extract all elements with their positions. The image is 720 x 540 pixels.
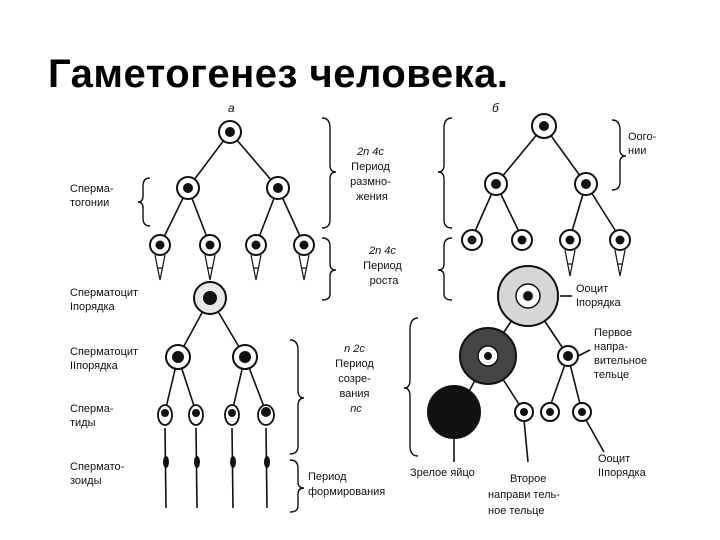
spermatogonia-brace [137, 177, 151, 227]
spermatid-cell [157, 404, 173, 426]
label-secondary-spermatocyte: Сперматоцит IIпорядка [70, 346, 141, 372]
page-title: Гаметогенез человека. [48, 52, 509, 96]
label-first-polar-body: Первое напра- вительное тельце [594, 327, 650, 381]
spermatogonium-cell [266, 176, 290, 200]
spermatogonium-cell [293, 234, 315, 281]
polar-body-cell [572, 402, 592, 422]
oogonium-cell [531, 113, 557, 139]
primary-spermatocyte-cell [193, 281, 227, 315]
label-reproduction-period: 2n 4c Период размно- жения [350, 146, 394, 203]
spermatid-cell [224, 404, 240, 426]
panel-a-letter: а [228, 101, 235, 115]
label-oogonia: Оого- нии [628, 131, 659, 157]
spermatogonium-cell [176, 176, 200, 200]
oogonium-cell [461, 229, 483, 251]
secondary-spermatocyte-cell [232, 344, 258, 370]
spermatogonium-cell [245, 234, 267, 281]
oogonium-cell [609, 229, 631, 277]
spermatid-cell [257, 404, 275, 426]
polar-body-cell [540, 402, 560, 422]
oogonium-cell [484, 172, 508, 196]
mature-egg-cell [427, 385, 481, 439]
oogonium-cell [559, 229, 581, 277]
label-primary-spermatocyte: Сперматоцит Iпорядка [70, 287, 141, 313]
label-spermatogonia: Сперма- тогонии [70, 183, 117, 209]
oogonium-cell [511, 229, 533, 251]
label-primary-oocyte: Ооцит Iпорядка [576, 283, 622, 309]
spermatid-cell [188, 404, 204, 426]
label-spermatozoa: Спермато- зоиды [70, 461, 127, 487]
spermatogonium-cell [218, 120, 242, 144]
label-formation-period: Период формирования [308, 471, 385, 498]
label-spermatids: Сперма- тиды [70, 403, 117, 429]
spermatogonium-cell [149, 234, 171, 281]
center-braces [289, 117, 627, 513]
label-secondary-oocyte: Ооцит IIпорядка [598, 453, 647, 479]
spermatozoon [163, 456, 270, 468]
label-maturation-period: n 2c Период созре- вания nc [335, 343, 377, 415]
oogonium-cell [574, 172, 598, 196]
panel-b-letter: б [492, 101, 500, 115]
label-growth-period: 2n 4c Период роста [363, 245, 405, 287]
first-polar-body-cell [557, 345, 579, 367]
secondary-oocyte-cell [459, 327, 517, 385]
second-polar-body-cell [514, 402, 534, 422]
spermatogonium-cell [199, 234, 221, 281]
primary-oocyte-cell [497, 265, 559, 327]
label-mature-egg: Зрелое яйцо [410, 467, 475, 479]
label-second-polar-body: Второе направи тель- ное тельце [488, 473, 563, 517]
secondary-spermatocyte-cell [165, 344, 191, 370]
